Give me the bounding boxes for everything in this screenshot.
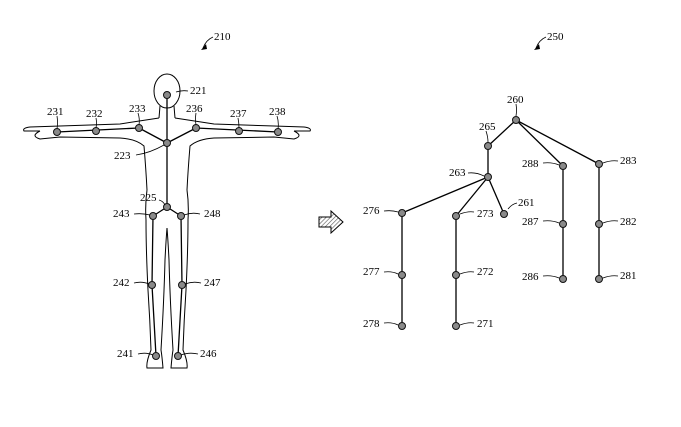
joint-hip-left	[177, 212, 185, 220]
joint-hand-left	[274, 128, 282, 136]
label-232: 232	[86, 108, 103, 120]
label-246: 246	[200, 348, 217, 360]
label-273: 273	[477, 208, 494, 220]
label-225: 225	[140, 192, 157, 204]
label-261: 261	[518, 197, 535, 209]
node-276	[398, 209, 406, 217]
label-272: 272	[477, 266, 494, 278]
joint-neck	[163, 139, 171, 147]
label-243: 243	[113, 208, 130, 220]
ref-210: 210	[201, 31, 231, 50]
tree-labels: 260 265 263 261 276 277 278 273 272 271 …	[363, 94, 637, 330]
node-282	[595, 220, 603, 228]
label-276: 276	[363, 205, 380, 217]
joint-knee-right	[148, 281, 156, 289]
label-282: 282	[620, 216, 637, 228]
tree-skeleton	[401, 119, 600, 326]
label-283: 283	[620, 155, 637, 167]
label-271: 271	[477, 318, 494, 330]
label-233: 233	[129, 103, 146, 115]
label-238: 238	[269, 106, 286, 118]
human-body-outline	[23, 73, 311, 369]
joint-shoulder-right	[135, 124, 143, 132]
label-221: 221	[190, 85, 207, 97]
joint-hip-right	[149, 212, 157, 220]
joint-knee-left	[178, 281, 186, 289]
label-248: 248	[204, 208, 221, 220]
joint-hip	[163, 203, 171, 211]
joint-ankle-left	[174, 352, 182, 360]
label-277: 277	[363, 266, 380, 278]
node-273	[452, 212, 460, 220]
node-260	[512, 116, 520, 124]
label-241: 241	[117, 348, 134, 360]
label-223: 223	[114, 150, 131, 162]
node-281	[595, 275, 603, 283]
joint-hand-right	[53, 128, 61, 136]
label-236: 236	[186, 103, 203, 115]
label-278: 278	[363, 318, 380, 330]
joint-ankle-right	[152, 352, 160, 360]
transform-arrow	[318, 209, 344, 235]
ref-250-text: 250	[547, 31, 564, 43]
node-263	[484, 173, 492, 181]
label-265: 265	[479, 121, 496, 133]
joint-shoulder-left	[192, 124, 200, 132]
human-labels: 221 223 225 231 232 233 236 237 238 241 …	[47, 85, 286, 360]
joint-elbow-right	[92, 127, 100, 135]
label-288: 288	[522, 158, 539, 170]
node-277	[398, 271, 406, 279]
node-287	[559, 220, 567, 228]
label-237: 237	[230, 108, 247, 120]
node-272	[452, 271, 460, 279]
label-263: 263	[449, 167, 466, 179]
node-271	[452, 322, 460, 330]
node-286	[559, 275, 567, 283]
node-283	[595, 160, 603, 168]
label-231: 231	[47, 106, 64, 118]
joint-elbow-left	[235, 127, 243, 135]
label-242: 242	[113, 277, 130, 289]
ref-250: 250	[534, 31, 564, 50]
node-278	[398, 322, 406, 330]
label-287: 287	[522, 216, 539, 228]
joint-head	[163, 91, 171, 99]
label-260: 260	[507, 94, 524, 106]
ref-210-text: 210	[214, 31, 231, 43]
label-281: 281	[620, 270, 637, 282]
node-288	[559, 162, 567, 170]
label-247: 247	[204, 277, 221, 289]
node-261	[500, 210, 508, 218]
human-skeleton	[56, 95, 279, 357]
label-286: 286	[522, 271, 539, 283]
tree-joints	[398, 116, 603, 330]
node-265	[484, 142, 492, 150]
